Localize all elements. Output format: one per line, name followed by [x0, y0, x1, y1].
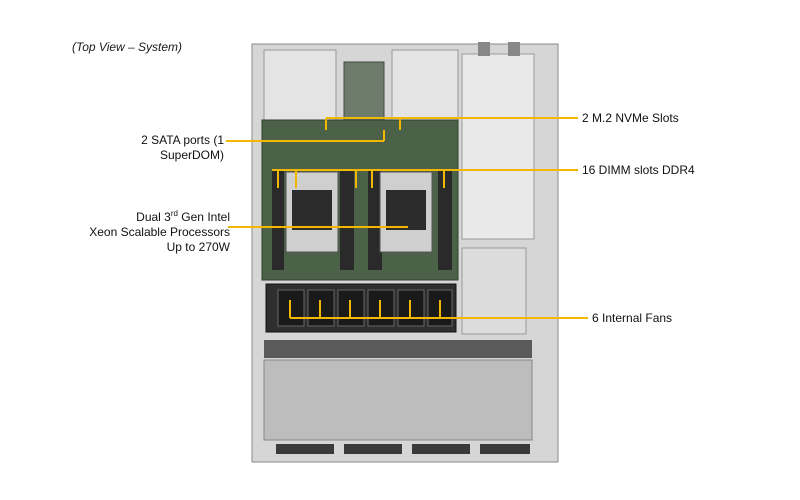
- cpu-1: [292, 190, 332, 230]
- power-supply-2: [461, 247, 527, 335]
- front-vents: [276, 444, 530, 454]
- psu-handle-2: [508, 42, 520, 56]
- fan-leader-ticks: [289, 300, 441, 318]
- callout-sata: 2 SATA ports (1 SuperDOM): [141, 133, 224, 162]
- callout-nvme: 2 M.2 NVMe Slots: [582, 111, 679, 125]
- dimm-leader-ticks: [277, 170, 445, 188]
- callout-fans: 6 Internal Fans: [592, 311, 673, 325]
- callout-cpu-line3: Up to 270W: [166, 240, 230, 254]
- callout-cpu-line2: Xeon Scalable Processors: [89, 225, 230, 239]
- dimm-bank-right: [368, 170, 452, 270]
- callout-cpu-line1: Dual 3rd Gen Intel: [136, 209, 230, 224]
- view-title: (Top View – System): [72, 40, 183, 54]
- dimm-bank-left: [272, 170, 354, 270]
- cable-area: [264, 340, 532, 358]
- power-supply-1: [461, 53, 535, 240]
- callout-cpu: Dual 3rd Gen Intel Xeon Scalable Process…: [89, 206, 230, 255]
- callout-dimm: 16 DIMM slots DDR4: [582, 163, 695, 177]
- cpu-2: [386, 190, 426, 230]
- psu-handle-1: [478, 42, 490, 56]
- front-drive-cage: [263, 359, 533, 441]
